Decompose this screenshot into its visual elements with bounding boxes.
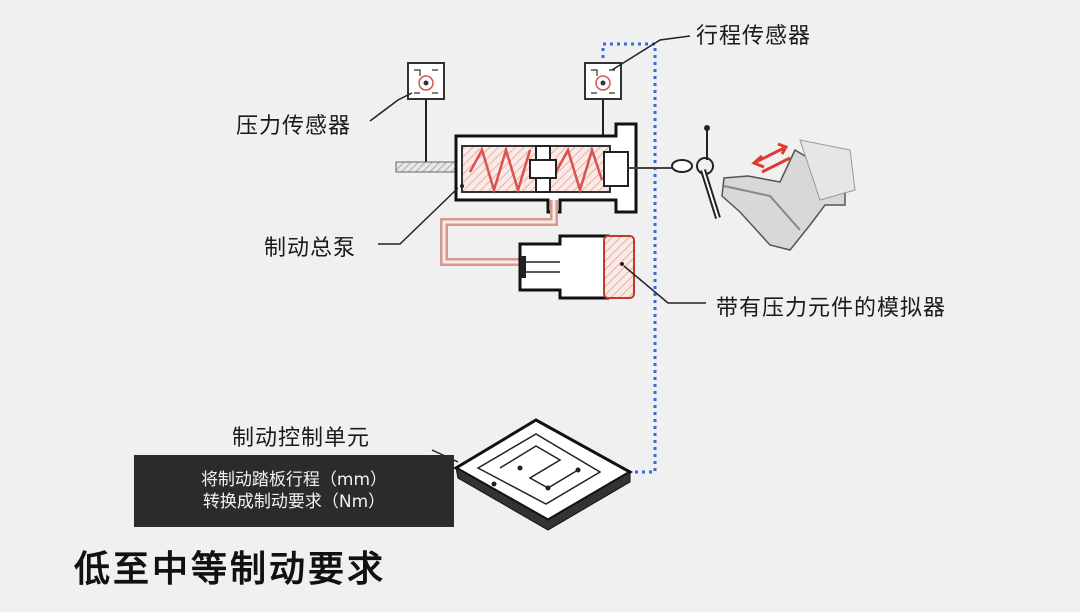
- master-cylinder-label: 制动总泵: [264, 236, 357, 261]
- simulator-label: 带有压力元件的模拟器: [716, 296, 947, 321]
- leader-master-cylinder: [378, 187, 459, 245]
- pressure-sensor-label: 压力传感器: [236, 114, 352, 139]
- master-cylinder: [454, 122, 680, 214]
- caption-line-2: 转换成制动要求（Nm）: [202, 492, 386, 512]
- motion-arrows-icon: [751, 142, 791, 174]
- page-title: 低至中等制动要求: [74, 549, 387, 590]
- leader-pressure-sensor: [369, 92, 413, 122]
- stroke-sensor-label: 行程传感器: [696, 24, 812, 49]
- leader-stroke-sensor: [611, 35, 691, 71]
- pressure-sensor-icon: [407, 62, 445, 164]
- leader-simulator: [623, 265, 706, 304]
- simulator: [518, 234, 635, 300]
- push-rod: [395, 161, 459, 173]
- brake-pedal-icon: [671, 125, 721, 219]
- foot-shoe-icon: [721, 139, 856, 251]
- control-unit-icon: [431, 418, 634, 531]
- control-unit-label: 制动控制单元: [232, 426, 371, 451]
- caption-line-1: 将制动踏板行程（mm）: [200, 470, 388, 490]
- caption-box: 将制动踏板行程（mm） 转换成制动要求（Nm）: [134, 455, 454, 527]
